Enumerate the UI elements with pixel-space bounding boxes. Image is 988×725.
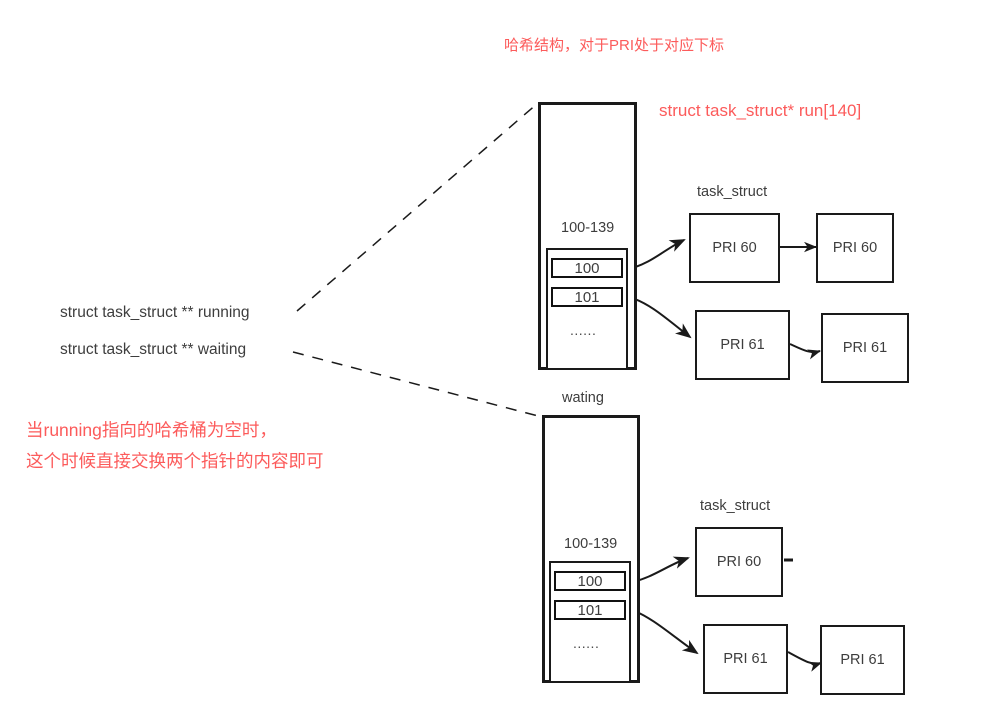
waiting-table-name-label: wating [562,390,604,406]
waiting-task-struct-label: task_struct [700,498,771,514]
pointer-waiting-label: struct task_struct ** waiting [60,341,247,358]
running-range-label: 100-139 [561,220,615,236]
link-run-pri61 [789,343,821,360]
running-node-pri61-1[interactable]: PRI 61 [695,310,790,380]
waiting-node-pri60-1[interactable]: PRI 60 [695,527,783,597]
swap-note-line-2: 这个时候直接交换两个指针的内容即可 [26,451,324,471]
arrow-wait-101 [631,609,699,655]
pointer-running-label: struct task_struct ** running [60,304,250,321]
arrow-run-100 [628,239,686,270]
title-note: 哈希结构，对于PRI处于对应下标 [504,37,725,54]
running-bucket-ellipsis: ...... [570,322,597,338]
waiting-node-pri61-1[interactable]: PRI 61 [703,624,788,694]
arrow-wait-100 [631,556,690,583]
waiting-range-label: 100-139 [564,536,618,552]
waiting-node-pri61-2[interactable]: PRI 61 [820,625,905,695]
running-bucket-101[interactable]: 101 [551,287,623,307]
run-declaration-label: struct task_struct* run[140] [659,101,862,120]
waiting-bucket-ellipsis: ...... [573,635,600,651]
running-task-struct-label: task_struct [697,184,768,200]
waiting-bucket-100[interactable]: 100 [554,571,626,591]
running-node-pri60-1[interactable]: PRI 60 [689,213,780,283]
running-bucket-100[interactable]: 100 [551,258,623,278]
swap-note-line-1: 当running指向的哈希桶为空时， [26,420,277,440]
waiting-bucket-101[interactable]: 101 [554,600,626,620]
leader-running [296,102,539,312]
leader-waiting [292,351,543,418]
link-wait-pri61 [787,651,822,672]
running-node-pri61-2[interactable]: PRI 61 [821,313,909,383]
running-node-pri60-2[interactable]: PRI 60 [816,213,894,283]
arrow-run-101 [628,296,692,339]
